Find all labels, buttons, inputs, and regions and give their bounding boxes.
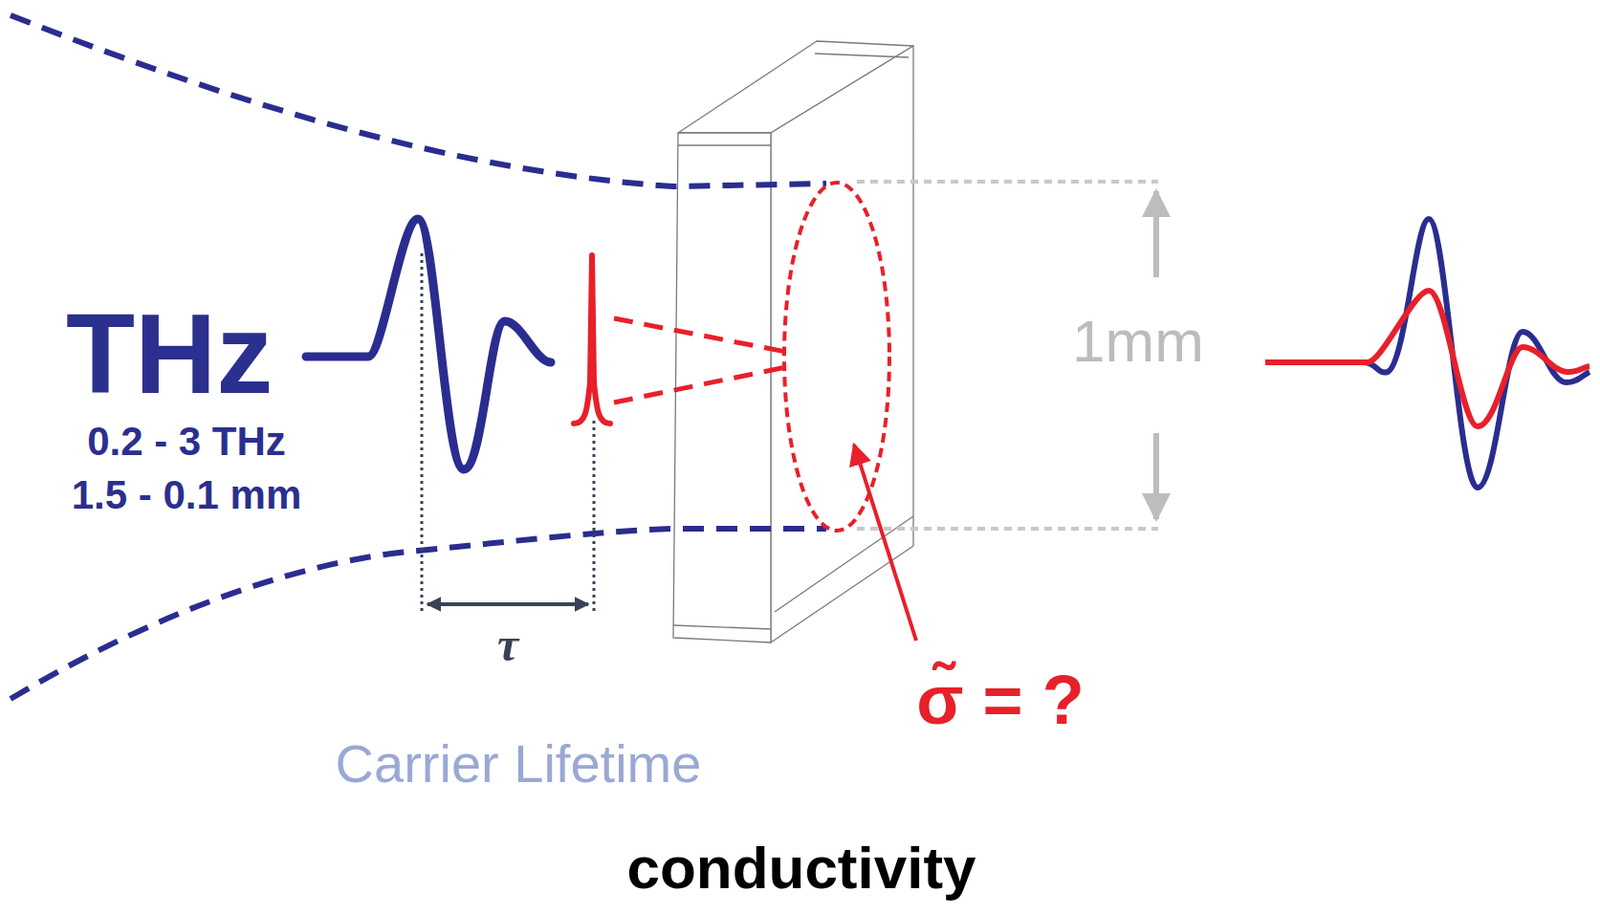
band-name: THz (65, 297, 273, 411)
frequency-range: 0.2 - 3 THz (87, 421, 286, 462)
conductivity-symbol: σ̃ = ? (916, 665, 1084, 735)
pointer-arrow (854, 444, 917, 641)
pumped-waveform (1265, 290, 1590, 427)
spot-size: 1mm (1072, 311, 1205, 372)
wavelength-range: 1.5 - 0.1 mm (71, 475, 302, 516)
pump-pulse (573, 255, 611, 424)
caption: conductivity (626, 838, 976, 899)
reference-waveform (1265, 219, 1590, 488)
pump-spot (784, 182, 890, 531)
pump-beam (613, 318, 787, 403)
lifetime-label: Carrier Lifetime (335, 737, 702, 791)
sample-slab (673, 41, 914, 643)
thz-pulse (306, 219, 551, 470)
thz-beam (10, 15, 827, 700)
delay-symbol: τ (497, 620, 519, 669)
